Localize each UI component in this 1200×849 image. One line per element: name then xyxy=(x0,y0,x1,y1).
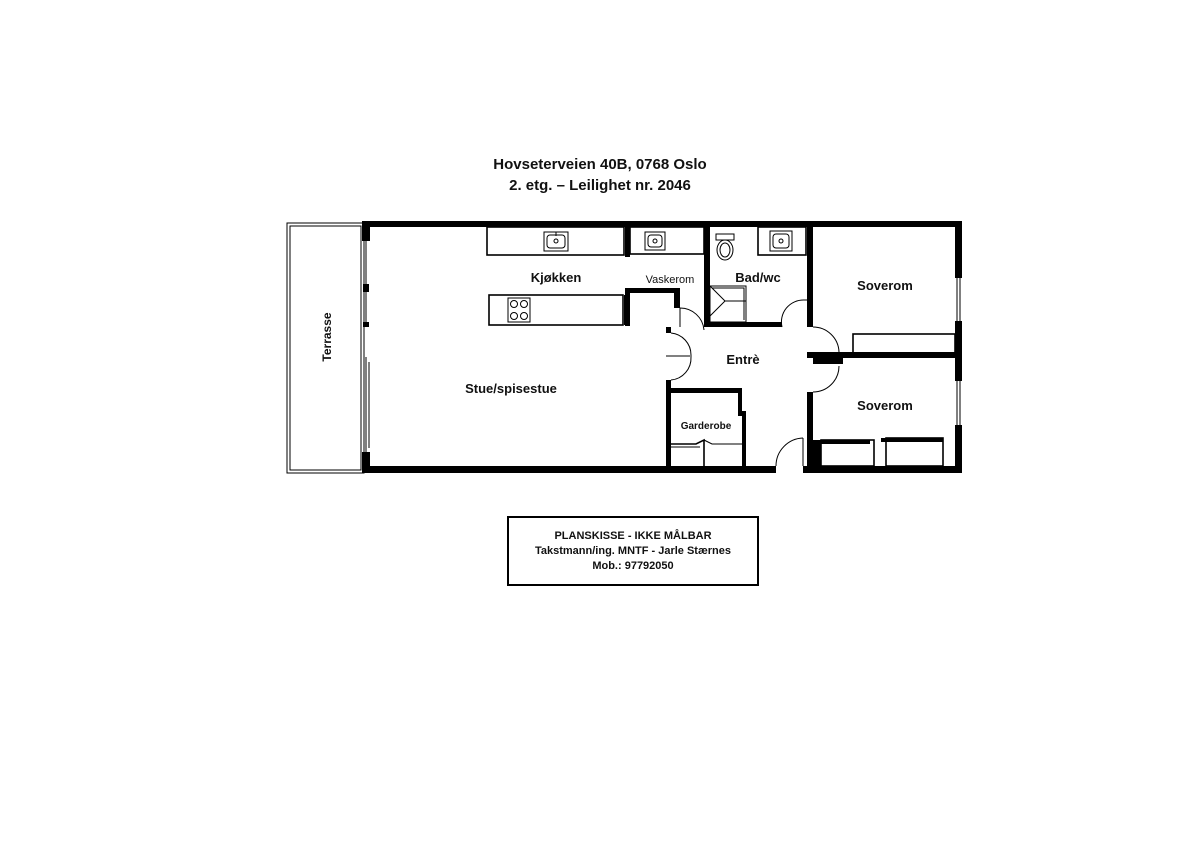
laundry-sink-icon xyxy=(644,231,666,251)
exterior-walls xyxy=(362,221,962,473)
bedroom-2-wardrobes xyxy=(818,437,944,467)
terrace-outline xyxy=(286,222,365,474)
stamp-line-2: Takstmann/ing. MNTF - Jarle Stærnes xyxy=(534,545,731,557)
stamp-line-3: Mob.: 97792050 xyxy=(592,560,674,572)
bathroom-sink-icon xyxy=(769,230,793,252)
laundry-counter xyxy=(629,226,705,255)
room-label-bathroom: Bad/wc xyxy=(735,270,781,285)
bathroom-counter xyxy=(757,226,807,256)
kitchen-sink-icon xyxy=(543,231,569,252)
room-label-wardrobe: Garderobe xyxy=(681,421,732,432)
room-label-entrance: Entrè xyxy=(726,352,759,367)
plan-unit: 2. etg. – Leilighet nr. 2046 xyxy=(509,177,691,194)
kitchen-counters xyxy=(486,226,628,326)
toilet-icon xyxy=(715,233,735,261)
room-label-bedroom-1: Soverom xyxy=(857,278,913,293)
shower-icon xyxy=(709,285,747,323)
disclaimer-stamp: PLANSKISSE - IKKE MÅLBAR Takstmann/ing. … xyxy=(507,516,759,586)
garderobe-fixtures xyxy=(671,438,742,466)
plan-address: Hovseterveien 40B, 0768 Oslo xyxy=(493,156,707,173)
room-label-living: Stue/spisestue xyxy=(465,381,557,396)
stove-icon xyxy=(507,297,531,323)
stamp-line-1: PLANSKISSE - IKKE MÅLBAR xyxy=(554,530,712,542)
interior-walls xyxy=(625,227,955,466)
bedroom-1-wardrobe xyxy=(852,333,956,355)
bedroom-windows xyxy=(956,278,961,425)
terrace-windows xyxy=(365,241,370,452)
room-label-laundry: Vaskerom xyxy=(646,274,695,286)
room-label-kitchen: Kjøkken xyxy=(531,270,582,285)
room-label-terrace: Terrasse xyxy=(320,312,334,361)
room-label-bedroom-2: Soverom xyxy=(857,398,913,413)
door-swings xyxy=(666,299,843,467)
